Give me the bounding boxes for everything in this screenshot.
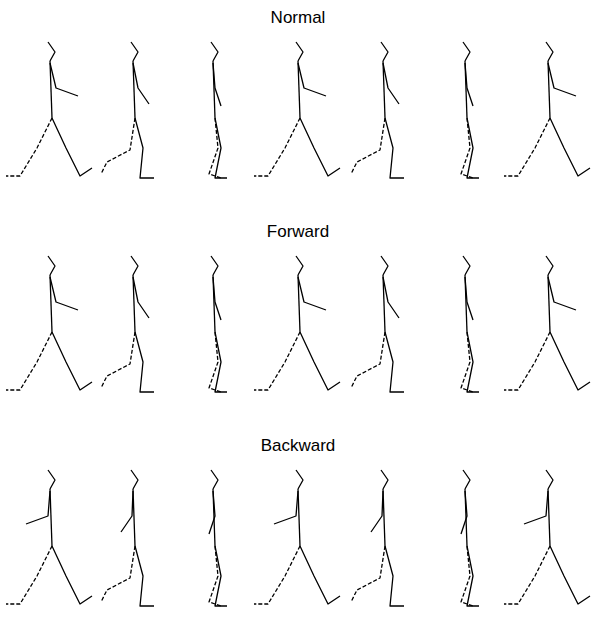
figure-near-leg (215, 332, 227, 392)
figure-far-leg (209, 118, 221, 178)
figure-head (463, 470, 470, 489)
figure-arm (383, 277, 399, 318)
figure-near-leg (135, 332, 154, 392)
figure-near-leg (300, 546, 340, 604)
figure-head (211, 42, 218, 61)
figure-near-leg (467, 332, 479, 392)
figure-arm (465, 277, 473, 320)
figure-head (131, 470, 138, 489)
figure-head (296, 256, 303, 275)
row-label: Normal (271, 8, 326, 28)
figure-torso (548, 489, 550, 546)
figure-near-leg (550, 546, 590, 604)
figure-arm (298, 277, 326, 310)
figure-far-leg (504, 546, 550, 604)
figure-head (546, 42, 553, 61)
figure-far-leg (254, 332, 300, 390)
row-label: Backward (261, 436, 336, 456)
figure-near-leg (467, 546, 479, 606)
figure-near-leg (135, 546, 154, 606)
figure-arm (133, 277, 149, 318)
figure-arm (274, 491, 298, 524)
figure-head (48, 42, 55, 61)
figure-arm (26, 491, 50, 524)
figure-head (463, 256, 470, 275)
figure-head (381, 470, 388, 489)
figure-near-leg (385, 118, 404, 178)
figure-head (381, 256, 388, 275)
figure-far-leg (254, 546, 300, 604)
figure-far-leg (101, 332, 135, 388)
figure-far-leg (351, 332, 385, 388)
figure-arm (383, 63, 399, 104)
figure-near-leg (135, 118, 154, 178)
figure-near-leg (550, 118, 590, 176)
figure-arm (524, 491, 548, 524)
figure-near-leg (300, 332, 340, 390)
figure-head (296, 42, 303, 61)
figure-head (48, 470, 55, 489)
figure-near-leg (52, 546, 92, 604)
figure-head (546, 256, 553, 275)
figure-arm (213, 277, 221, 320)
figure-head (296, 470, 303, 489)
figure-near-leg (300, 118, 340, 176)
figure-torso (50, 489, 52, 546)
figure-head (211, 470, 218, 489)
figure-head (131, 256, 138, 275)
figure-head (381, 42, 388, 61)
figure-far-leg (6, 546, 52, 604)
figure-near-leg (385, 332, 404, 392)
figure-far-leg (101, 546, 135, 602)
figure-arm (50, 277, 78, 310)
figure-head (546, 470, 553, 489)
figure-far-leg (6, 332, 52, 390)
figure-near-leg (215, 118, 227, 178)
figure-near-leg (467, 118, 479, 178)
figure-far-leg (254, 118, 300, 176)
figure-arm (461, 491, 467, 534)
figure-near-leg (385, 546, 404, 606)
figure-arm (133, 63, 149, 104)
figure-head (131, 42, 138, 61)
figure-arm (548, 63, 576, 96)
figure-far-leg (6, 118, 52, 176)
figure-far-leg (209, 332, 221, 392)
figure-far-leg (101, 118, 135, 174)
figure-far-leg (461, 118, 473, 178)
figure-arm (209, 491, 215, 534)
figure-near-leg (52, 118, 92, 176)
figure-arm (50, 63, 78, 96)
figure-arm (548, 277, 576, 310)
row-label: Forward (267, 222, 329, 242)
figure-head (463, 42, 470, 61)
figure-far-leg (461, 332, 473, 392)
figure-far-leg (461, 546, 473, 606)
figure-near-leg (52, 332, 92, 390)
figure-arm (121, 491, 133, 532)
figure-far-leg (504, 332, 550, 390)
figure-near-leg (550, 332, 590, 390)
figure-far-leg (504, 118, 550, 176)
figure-far-leg (209, 546, 221, 606)
figure-arm (465, 63, 473, 106)
figure-head (48, 256, 55, 275)
figure-arm (371, 491, 383, 532)
figure-head (211, 256, 218, 275)
figure-far-leg (351, 546, 385, 602)
figure-torso (298, 489, 300, 546)
figure-near-leg (215, 546, 227, 606)
figure-arm (213, 63, 221, 106)
figure-arm (298, 63, 326, 96)
figure-far-leg (351, 118, 385, 174)
